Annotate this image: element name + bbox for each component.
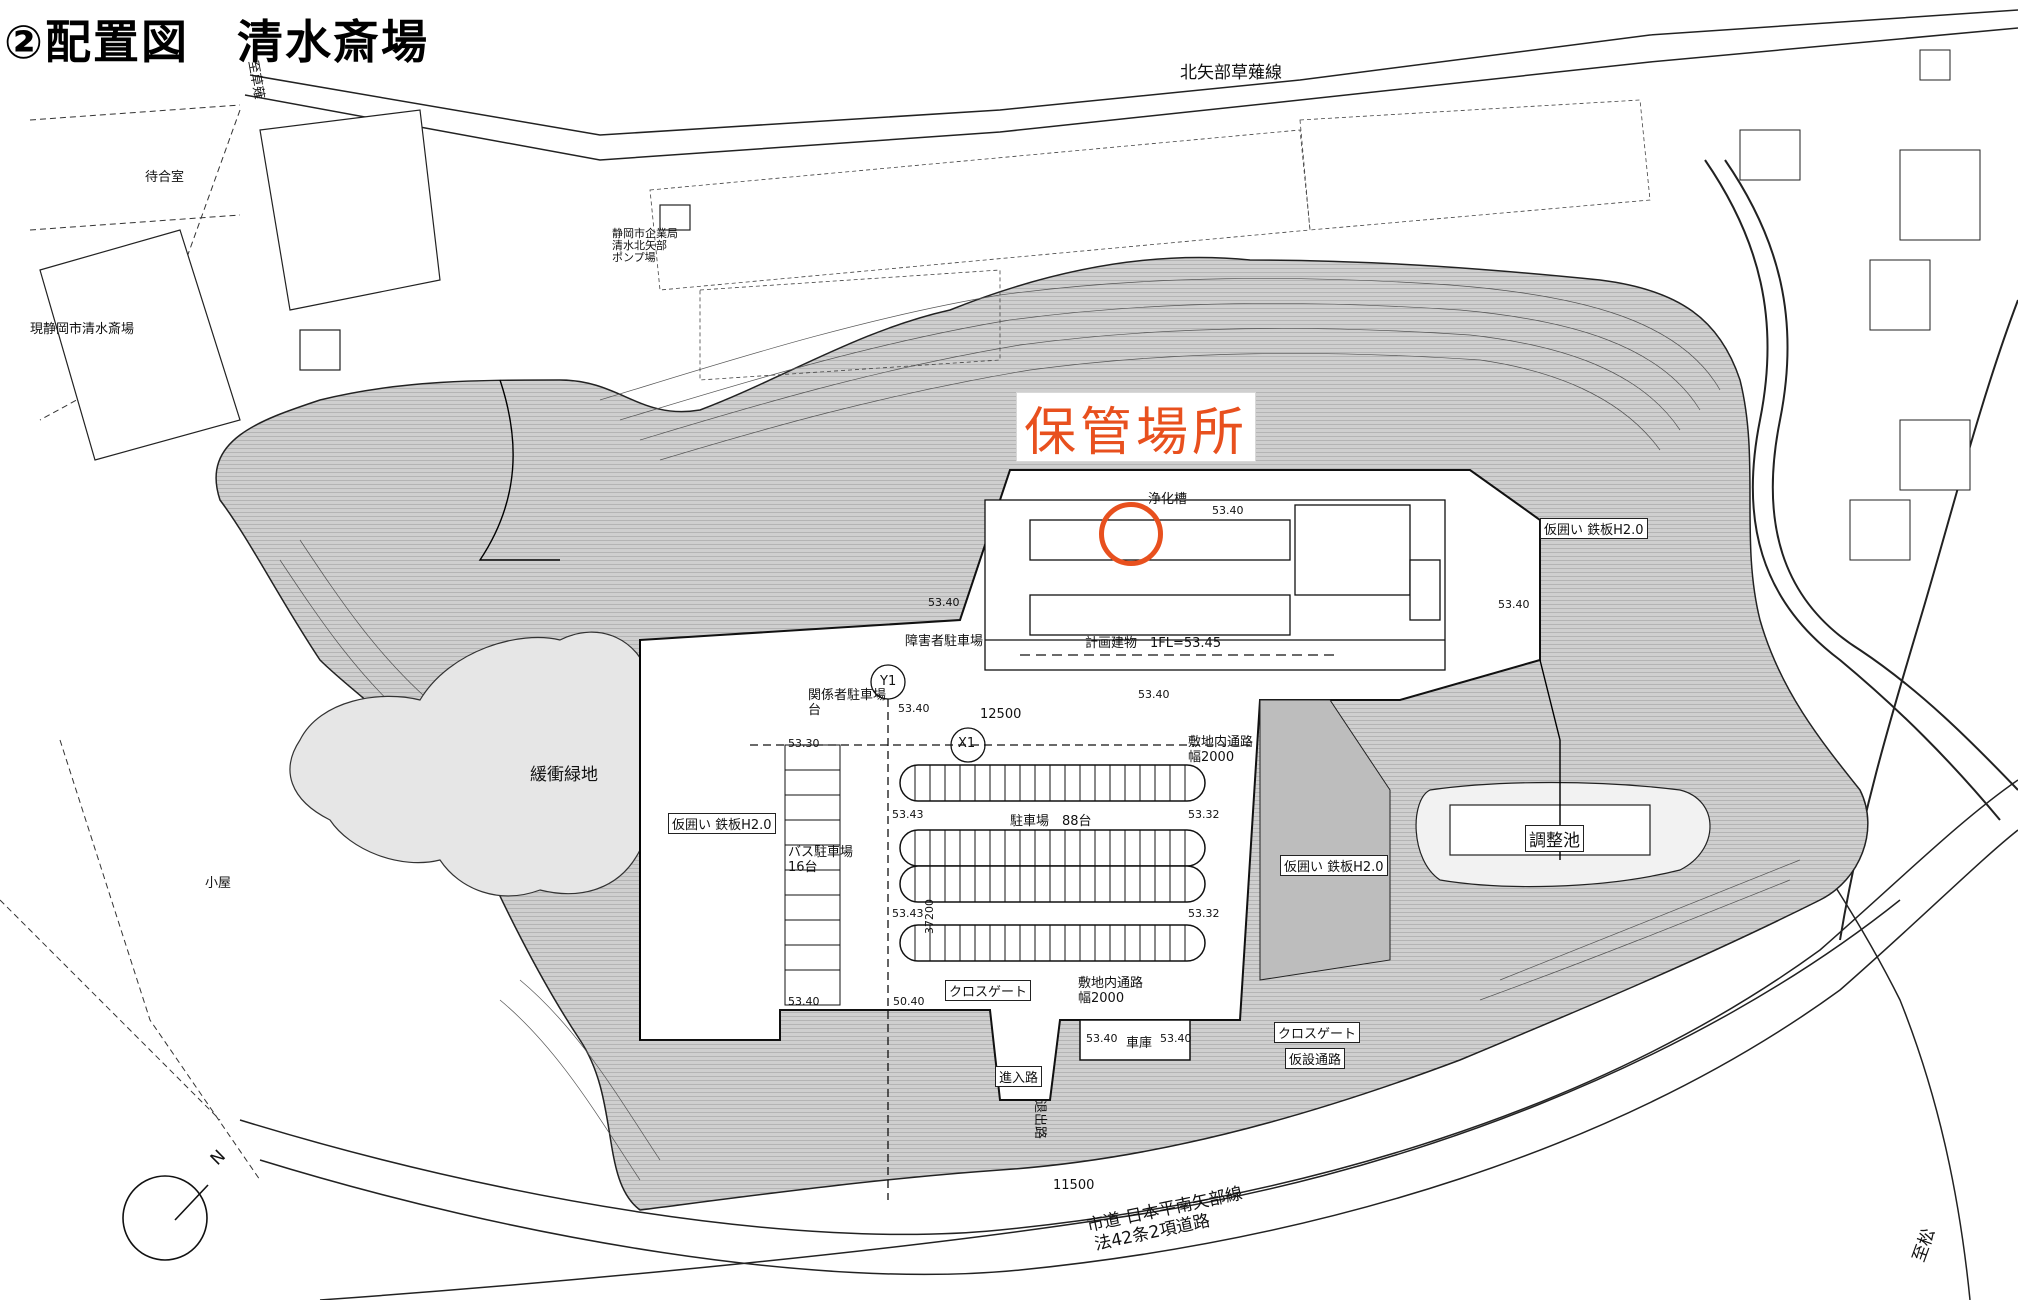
related-parking-label: 関係者駐車場 台 <box>808 688 887 718</box>
existing-crematorium-label: 現静岡市清水斎場 <box>30 322 135 337</box>
storage-location-marker <box>1099 502 1163 566</box>
bus-parking-label: バス駐車場 16台 <box>788 845 854 875</box>
level-mark: 53.40 <box>898 702 930 715</box>
north-arrow-icon <box>122 1175 209 1261</box>
axis-y1-label: Y1 <box>880 674 897 689</box>
level-mark: 53.40 <box>928 596 960 609</box>
level-mark: 53.30 <box>788 737 820 750</box>
north-fields <box>649 99 1651 381</box>
shed-label: 小屋 <box>205 876 232 891</box>
level-mark: 53.43 <box>892 808 924 821</box>
site-road-label-2: 敷地内通路 幅2000 <box>1078 976 1144 1006</box>
dimension-11500: 11500 <box>1053 1178 1095 1193</box>
level-mark: 53.32 <box>1188 808 1220 821</box>
main-parking-label: 駐車場 88台 <box>1010 814 1092 829</box>
level-mark: 53.40 <box>1086 1032 1118 1045</box>
fence-label-3: 仮囲い 鉄板H2.0 <box>1540 518 1648 539</box>
entrance-road-label: 進入路 <box>995 1066 1043 1087</box>
disabled-parking-label: 障害者駐車場 <box>905 634 984 649</box>
page-title: ②配置図 清水斎場 <box>4 15 429 69</box>
east-slope <box>1259 699 1391 981</box>
level-mark: 53.43 <box>892 907 924 920</box>
planned-building <box>984 499 1446 671</box>
garage-building <box>1079 1019 1191 1061</box>
septic-tank-label: 浄化槽 <box>1148 492 1188 507</box>
level-mark: 53.40 <box>1498 598 1530 611</box>
level-mark: 53.40 <box>1160 1032 1192 1045</box>
temp-road-label: 仮設通路 <box>1285 1048 1346 1069</box>
site-fence <box>478 379 1561 1040</box>
northeast-houses <box>1739 49 1981 561</box>
level-mark: 53.32 <box>1188 907 1220 920</box>
regulating-pond-label: 調整池 <box>1525 825 1584 852</box>
garage-label: 車庫 <box>1126 1036 1153 1051</box>
cross-gate-label-2: クロスゲート <box>1274 1022 1361 1043</box>
level-mark: 50.40 <box>893 995 925 1008</box>
cross-gate-label-1: クロスゲート <box>945 980 1032 1001</box>
exit-road-label: 退出路 <box>1032 1099 1048 1140</box>
site-road-label-1: 敷地内通路 幅2000 <box>1188 735 1254 765</box>
waiting-room-label: 待合室 <box>145 170 185 185</box>
buffer-green-label: 緩衝緑地 <box>530 765 598 785</box>
fence-label-2: 仮囲い 鉄板H2.0 <box>1280 855 1388 876</box>
pump-station-label: 静岡市企業局 清水北矢部 ポンプ場 <box>612 227 678 264</box>
level-mark: 53.40 <box>1138 688 1170 701</box>
axis-x1-label: X1 <box>958 736 976 751</box>
dimension-37200: 37200 <box>923 899 936 934</box>
building-label: 計画建物 1FL=53.45 <box>1085 636 1222 651</box>
parking-rows <box>899 764 1206 962</box>
north-road <box>244 9 2018 161</box>
existing-buildings <box>39 109 691 461</box>
axis-markers <box>750 664 1250 1200</box>
storage-location-label: 保管場所 <box>1023 402 1248 463</box>
dimension-12500: 12500 <box>980 707 1022 722</box>
fence-label-1: 仮囲い 鉄板H2.0 <box>668 813 776 834</box>
level-mark: 53.40 <box>1212 504 1244 517</box>
storage-location-callout: 保管場所 <box>1016 392 1256 463</box>
north-road-label: 北矢部草薙線 <box>1180 63 1282 83</box>
bus-parking <box>784 744 841 1006</box>
parking-stall-lines <box>914 765 1186 961</box>
level-mark: 53.40 <box>788 995 820 1008</box>
